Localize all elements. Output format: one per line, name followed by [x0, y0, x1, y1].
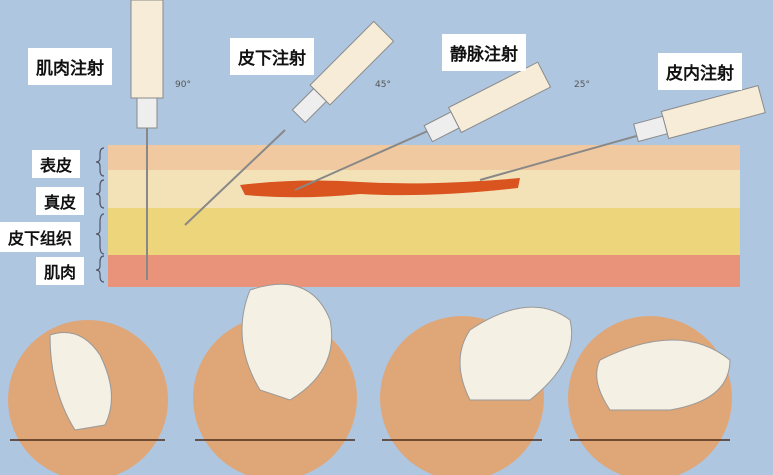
label-subcutaneous-tissue: 皮下组织	[0, 222, 81, 252]
muscle-layer	[108, 252, 740, 287]
epidermis-layer	[108, 145, 740, 170]
label-intradermal: 皮内注射	[658, 53, 742, 90]
label-subcutaneous: 皮下注射	[230, 38, 314, 75]
technique-circles	[8, 283, 732, 475]
layer-braces	[95, 147, 105, 283]
syringe-90	[130, 0, 164, 280]
label-dermis: 真皮	[36, 187, 85, 215]
subcutaneous-layer	[108, 205, 740, 255]
label-intramuscular: 肌肉注射	[28, 48, 112, 85]
syringe-25	[294, 61, 552, 191]
label-intravenous: 静脉注射	[442, 34, 526, 71]
syringe-intradermal	[479, 84, 766, 181]
skin-cross-section	[108, 145, 740, 287]
label-epidermis: 表皮	[32, 150, 81, 178]
syringe-45	[184, 20, 395, 226]
angle-25: 25°	[574, 80, 590, 90]
angle-45: 45°	[375, 80, 391, 90]
label-muscle: 肌肉	[36, 257, 85, 285]
angle-90: 90°	[175, 80, 191, 90]
